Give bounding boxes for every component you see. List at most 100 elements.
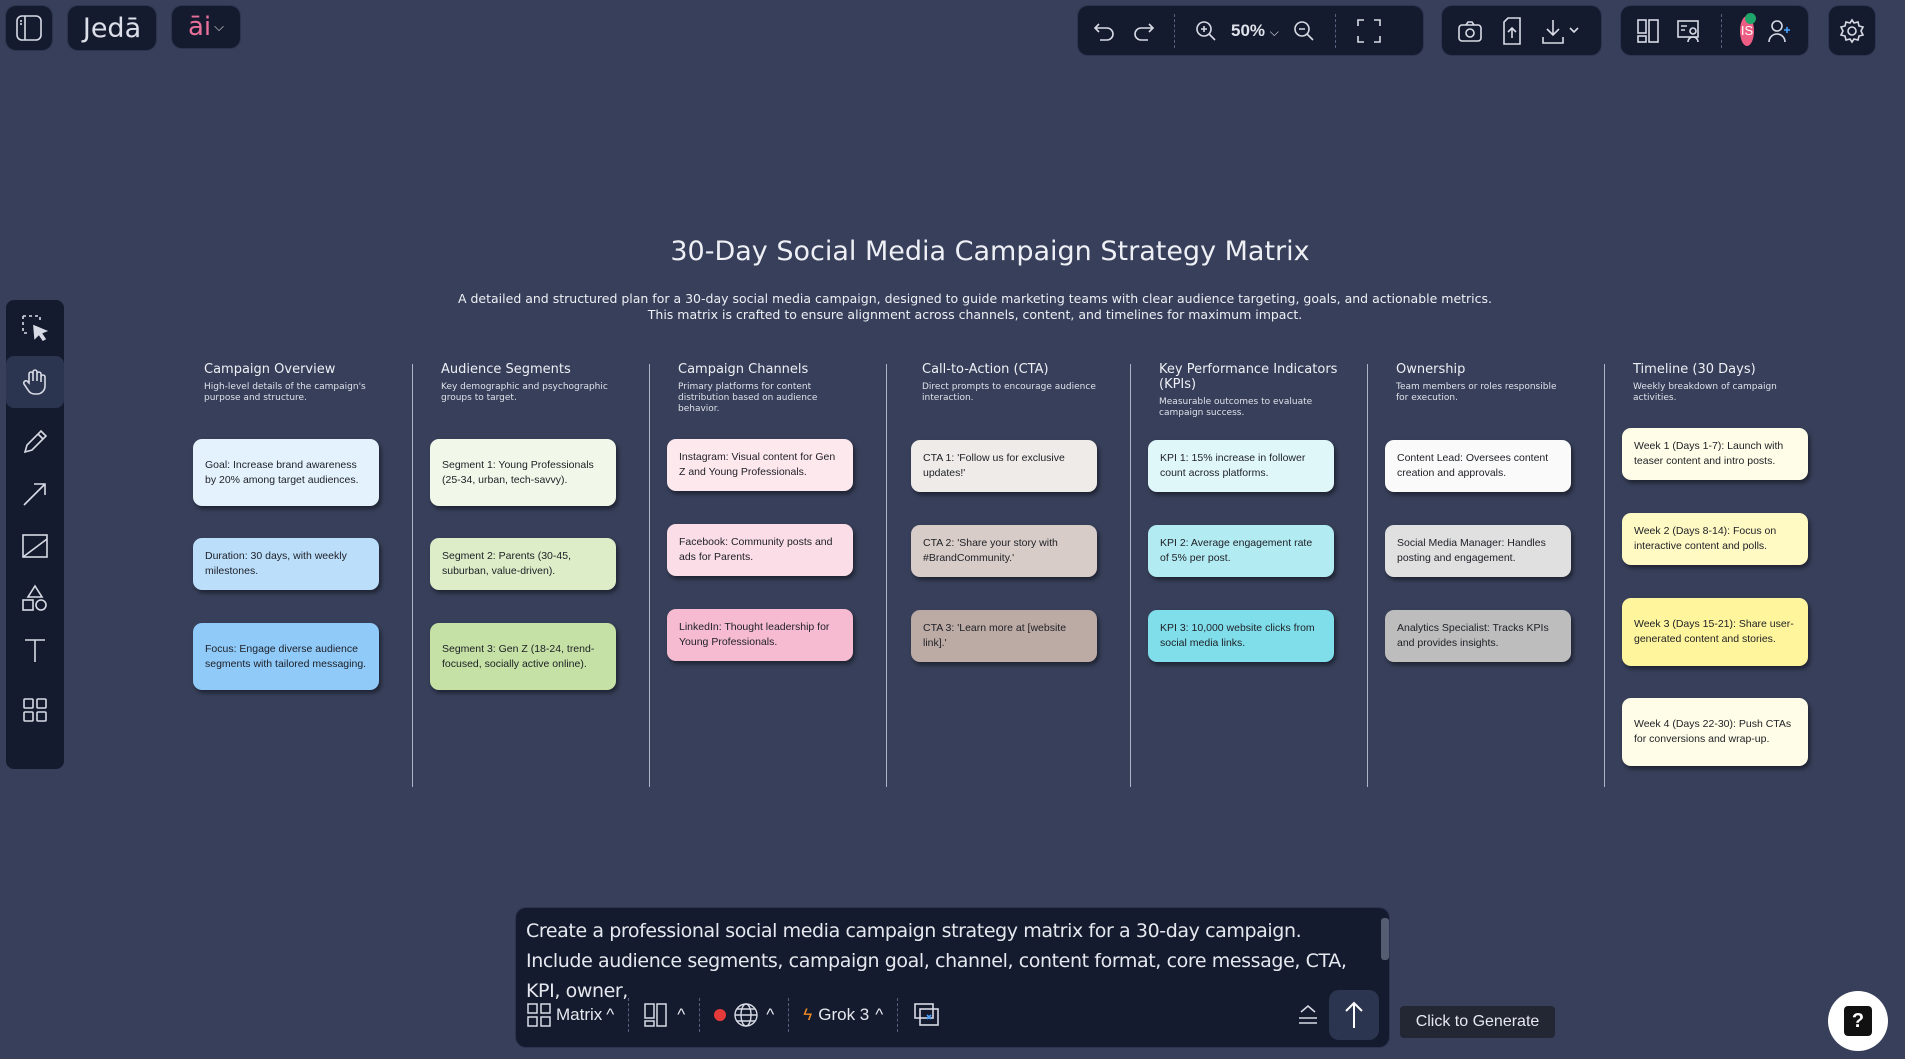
divider [1721, 13, 1722, 48]
sidebar-toggle-button[interactable] [6, 6, 52, 50]
sticky-note-card[interactable]: Segment 1: Young Professionals (25-34, u… [430, 439, 616, 506]
layout-selector[interactable]: ^ [643, 1002, 685, 1028]
sticky-note-card[interactable]: Goal: Increase brand awareness by 20% am… [193, 439, 379, 506]
column-divider [412, 364, 413, 787]
column-description: Weekly breakdown of campaign activities. [1633, 382, 1777, 403]
arrow-tool-icon[interactable] [6, 468, 64, 520]
select-tool-icon[interactable] [6, 300, 64, 356]
image-tool-icon[interactable] [6, 520, 64, 572]
sticky-note-card[interactable]: Week 3 (Days 15-21): Share user-generate… [1622, 598, 1808, 666]
sticky-note-card[interactable]: Segment 3: Gen Z (18-24, trend-focused, … [430, 623, 616, 690]
column-title: Key Performance Indicators (KPIs) [1159, 362, 1338, 392]
layout-panels-icon[interactable] [1635, 17, 1663, 45]
settings-button[interactable] [1829, 6, 1875, 55]
sticky-note-card[interactable]: Week 2 (Days 8-14): Focus on interactive… [1622, 513, 1808, 565]
generate-tooltip: Click to Generate [1400, 1006, 1555, 1038]
chevron-down-icon: ⌵ [214, 19, 224, 35]
divider [1174, 13, 1175, 48]
divider [897, 998, 899, 1032]
prompt-scrollbar[interactable] [1381, 918, 1389, 960]
divider [699, 998, 701, 1032]
column-divider [886, 364, 887, 787]
upload-file-icon[interactable] [1498, 16, 1526, 46]
generate-button[interactable] [1329, 990, 1379, 1040]
export-toolbar [1442, 6, 1601, 55]
zoom-out-icon[interactable] [1291, 18, 1317, 44]
sticky-note-card[interactable]: CTA 1: 'Follow us for exclusive updates!… [911, 440, 1097, 492]
sticky-note-card[interactable]: Social Media Manager: Handles posting an… [1385, 525, 1571, 577]
card-text: Focus: Engage diverse audience segments … [205, 642, 367, 670]
sticky-note-card[interactable]: KPI 2: Average engagement rate of 5% per… [1148, 525, 1334, 577]
card-text: CTA 2: 'Share your story with #BrandComm… [923, 537, 1058, 564]
card-text: Instagram: Visual content for Gen Z and … [679, 451, 836, 478]
help-button[interactable]: ? [1828, 991, 1888, 1051]
column-description: Key demographic and psychographic groups… [441, 382, 608, 403]
jeda-logo[interactable]: Jedā [68, 6, 156, 50]
sticky-note-card[interactable]: Instagram: Visual content for Gen Z and … [667, 439, 853, 491]
prompt-panel: Create a professional social media campa… [516, 908, 1389, 1047]
card-text: KPI 1: 15% increase in follower count ac… [1160, 452, 1306, 479]
presenter-icon[interactable] [1675, 17, 1703, 45]
sticky-note-card[interactable]: KPI 1: 15% increase in follower count ac… [1148, 440, 1334, 492]
sticky-note-card[interactable]: Focus: Engage diverse audience segments … [193, 623, 379, 690]
column-title: Ownership [1396, 362, 1466, 377]
sticky-note-card[interactable]: Week 4 (Days 22-30): Push CTAs for conve… [1622, 698, 1808, 766]
zoom-level-dropdown[interactable]: 50% ⌵ [1231, 20, 1279, 40]
card-text: Content Lead: Oversees content creation … [1397, 452, 1549, 479]
help-icon: ? [1844, 1006, 1872, 1036]
sticky-note-card[interactable]: CTA 2: 'Share your story with #BrandComm… [911, 525, 1097, 577]
column-description: Measurable outcomes to evaluate campaign… [1159, 397, 1313, 418]
web-search-toggle[interactable]: ^ [714, 1001, 774, 1029]
matrix-column: Timeline (30 Days)Weekly breakdown of ca… [1622, 362, 1852, 404]
prompt-input[interactable]: Create a professional social media campa… [526, 920, 1347, 1002]
sticky-note-card[interactable]: KPI 3: 10,000 website clicks from social… [1148, 610, 1334, 662]
column-title: Call-to-Action (CTA) [922, 362, 1049, 377]
card-text: Week 3 (Days 15-21): Share user-generate… [1634, 618, 1794, 645]
sidebar-panel-icon [16, 15, 42, 41]
redo-icon[interactable] [1130, 18, 1156, 44]
matrix-column: Call-to-Action (CTA)Direct prompts to en… [911, 362, 1141, 404]
column-divider [1604, 364, 1605, 787]
template-selector[interactable]: Matrix^ [526, 1002, 614, 1028]
shapes-tool-icon[interactable] [6, 572, 64, 624]
fullscreen-icon[interactable] [1354, 16, 1384, 46]
zoom-in-icon[interactable] [1193, 18, 1219, 44]
divider [788, 998, 790, 1032]
chevron-up-icon: ^ [766, 1005, 775, 1024]
column-description: Primary platforms for content distributi… [678, 382, 818, 414]
templates-grid-icon[interactable] [6, 684, 64, 736]
pencil-tool-icon[interactable] [6, 416, 64, 468]
card-text: Analytics Specialist: Tracks KPIs and pr… [1397, 622, 1549, 649]
undo-icon[interactable] [1092, 18, 1118, 44]
clear-chat-icon[interactable] [912, 1001, 942, 1029]
globe-icon [734, 1003, 758, 1027]
sticky-note-card[interactable]: Facebook: Community posts and ads for Pa… [667, 524, 853, 576]
card-text: Duration: 30 days, with weekly milestone… [205, 550, 347, 577]
camera-icon[interactable] [1456, 17, 1484, 45]
sticky-note-card[interactable]: LinkedIn: Thought leadership for Young P… [667, 609, 853, 661]
user-avatar[interactable]: IS [1740, 12, 1756, 46]
matrix-column: Key Performance Indicators (KPIs) Measura… [1148, 362, 1378, 419]
card-text: Social Media Manager: Handles posting an… [1397, 537, 1546, 564]
card-text: Week 2 (Days 8-14): Focus on interactive… [1634, 525, 1777, 552]
card-text: Week 1 (Days 1-7): Launch with teaser co… [1634, 440, 1784, 467]
download-icon[interactable] [1540, 17, 1580, 45]
add-user-icon[interactable] [1766, 17, 1794, 45]
divider [628, 998, 630, 1032]
text-tool-icon[interactable] [6, 624, 64, 676]
sticky-note-card[interactable]: Segment 2: Parents (30-45, suburban, val… [430, 538, 616, 590]
sticky-note-card[interactable]: Content Lead: Oversees content creation … [1385, 440, 1571, 492]
sticky-note-card[interactable]: Week 1 (Days 1-7): Launch with teaser co… [1622, 428, 1808, 480]
column-divider [1367, 364, 1368, 787]
ai-menu-button[interactable]: āi⌵ [172, 6, 240, 48]
sticky-note-card[interactable]: Duration: 30 days, with weekly milestone… [193, 538, 379, 590]
hand-tool-icon[interactable] [6, 356, 64, 408]
expand-options-icon[interactable] [1295, 1002, 1321, 1028]
lightning-icon: ϟ [803, 1005, 813, 1024]
sticky-note-card[interactable]: CTA 3: 'Learn more at [website link].' [911, 610, 1097, 662]
sticky-note-card[interactable]: Analytics Specialist: Tracks KPIs and pr… [1385, 610, 1571, 662]
